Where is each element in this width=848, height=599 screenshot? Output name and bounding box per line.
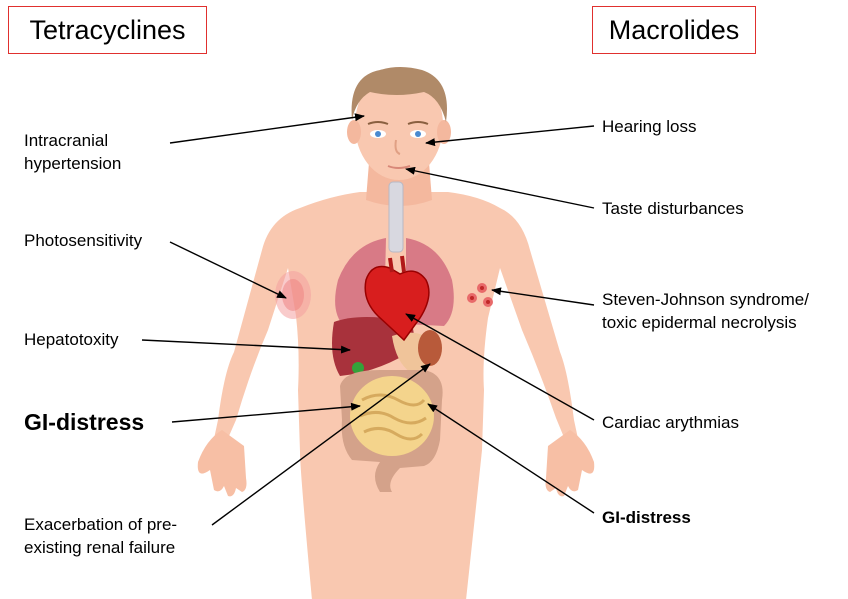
arrow-hepatotoxicity xyxy=(142,340,350,350)
header-macrolides-label: Macrolides xyxy=(609,15,740,46)
arrow-photosensitivity xyxy=(170,242,286,298)
header-tetracyclines-label: Tetracyclines xyxy=(29,15,185,46)
header-tetracyclines: Tetracyclines xyxy=(8,6,207,54)
label-gi-distress-tetracyclines: GI-distress xyxy=(24,411,144,434)
label-hepatotoxicity: Hepatotoxity xyxy=(24,328,119,351)
arrow-intracranial xyxy=(170,116,364,143)
label-intracranial-line2: hypertension xyxy=(24,152,121,175)
arrow-gi-right xyxy=(428,404,594,513)
arrow-sjs xyxy=(492,290,594,305)
arrow-gi-left xyxy=(172,406,360,422)
label-intracranial-line1: Intracranial xyxy=(24,129,121,152)
label-renal-line1: Exacerbation of pre- xyxy=(24,513,177,536)
arrow-taste xyxy=(406,169,594,208)
arrow-cardiac xyxy=(406,314,594,420)
arrow-hearing xyxy=(426,126,594,143)
label-renal-failure: Exacerbation of pre- existing renal fail… xyxy=(24,513,177,559)
label-photosensitivity: Photosensitivity xyxy=(24,229,142,252)
label-renal-line2: existing renal failure xyxy=(24,536,177,559)
label-sjs-line1: Steven-Johnson syndrome/ xyxy=(602,288,809,311)
header-macrolides: Macrolides xyxy=(592,6,756,54)
arrow-renal xyxy=(212,364,430,525)
label-hearing-loss: Hearing loss xyxy=(602,115,697,138)
label-intracranial-hypertension: Intracranial hypertension xyxy=(24,129,121,175)
label-taste-disturbances: Taste disturbances xyxy=(602,197,744,220)
label-sjs-line2: toxic epidermal necrolysis xyxy=(602,311,809,334)
label-sjs-ten: Steven-Johnson syndrome/ toxic epidermal… xyxy=(602,288,809,334)
label-cardiac-arythmias: Cardiac arythmias xyxy=(602,411,739,434)
label-gi-distress-macrolides: GI-distress xyxy=(602,506,691,529)
